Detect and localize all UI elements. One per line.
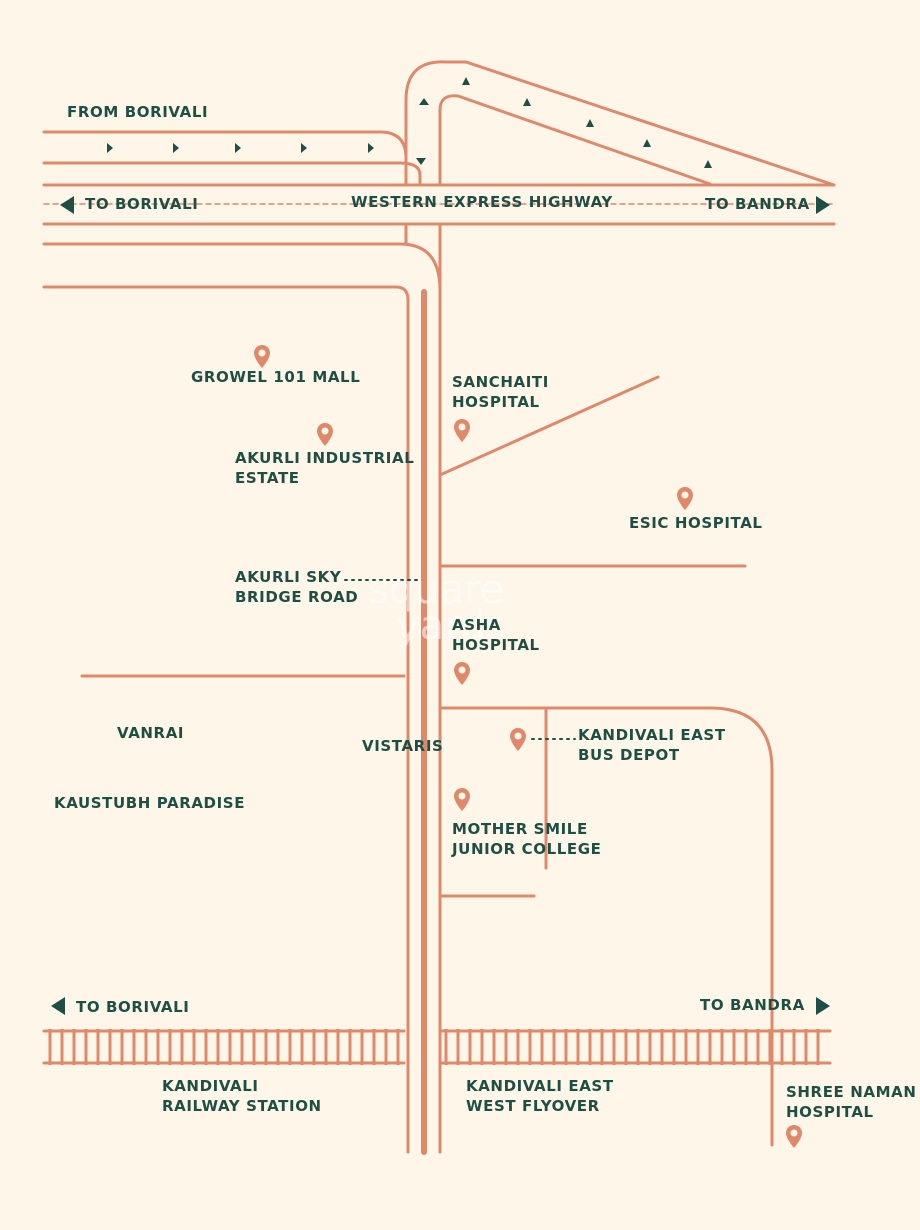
direction-arrow-icon xyxy=(235,143,241,153)
watermark: square yards xyxy=(368,567,507,649)
depot-curve-road xyxy=(438,706,774,1147)
direction-arrow-icon xyxy=(368,143,374,153)
label-kaustubh-paradise: KAUSTUBH PARADISE xyxy=(54,794,246,812)
location-pin-icon xyxy=(677,487,693,510)
direction-arrow-icon xyxy=(173,143,179,153)
label-line: ASHA xyxy=(452,616,501,634)
location-pin-icon xyxy=(254,345,270,368)
label-to-bandra-bottom: TO BANDRA xyxy=(700,996,805,1014)
arrow-right-icon xyxy=(816,997,830,1015)
label-line: KANDIVALI EAST xyxy=(578,726,726,744)
label-line: JUNIOR COLLEGE xyxy=(452,840,602,858)
label-line: HOSPITAL xyxy=(452,636,540,654)
direction-arrow-icon xyxy=(462,77,470,85)
loop-ramp-outer xyxy=(404,60,836,187)
label-line: SHREE NAMAN xyxy=(786,1083,917,1101)
label-akurli-industrial: AKURLI INDUSTRIAL ESTATE xyxy=(235,448,414,488)
label-to-borivali-bottom: TO BORIVALI xyxy=(76,998,190,1016)
label-line: SANCHAITI xyxy=(452,373,549,391)
direction-arrow-icon xyxy=(643,139,651,147)
location-pin-icon xyxy=(786,1125,802,1148)
label-line: BUS DEPOT xyxy=(578,746,680,764)
direction-arrow-icon xyxy=(416,158,426,165)
direction-arrow-icon xyxy=(586,119,594,127)
arrow-left-icon xyxy=(51,997,65,1015)
label-sanchaiti-hospital: SANCHAITI HOSPITAL xyxy=(452,372,549,412)
label-line: RAILWAY STATION xyxy=(162,1097,322,1115)
borivali-slip-outer xyxy=(42,130,408,187)
direction-arrow-icon xyxy=(523,98,531,106)
location-pin-icon xyxy=(317,423,333,446)
curve-to-main xyxy=(42,242,442,292)
label-mother-smile: MOTHER SMILE JUNIOR COLLEGE xyxy=(452,819,602,859)
arrow-left-icon xyxy=(60,196,74,214)
label-akurli-sky: AKURLI SKY BRIDGE ROAD xyxy=(235,567,358,607)
label-line: KANDIVALI xyxy=(162,1077,259,1095)
location-pin-icon xyxy=(454,419,470,442)
label-line: ESTATE xyxy=(235,469,300,487)
direction-arrow-icon xyxy=(107,143,113,153)
label-line: AKURLI INDUSTRIAL xyxy=(235,449,415,467)
label-line: KANDIVALI EAST xyxy=(466,1077,614,1095)
label-line: BRIDGE ROAD xyxy=(235,588,359,606)
label-kandivali-station: KANDIVALI RAILWAY STATION xyxy=(162,1076,322,1116)
label-growel-mall: GROWEL 101 MALL xyxy=(191,368,361,386)
label-asha-hospital: ASHA HOSPITAL xyxy=(452,615,540,655)
label-kandivali-flyover: KANDIVALI EAST WEST FLYOVER xyxy=(466,1076,614,1116)
label-from-borivali: FROM BORIVALI xyxy=(67,103,209,121)
location-pin-icon xyxy=(454,788,470,811)
direction-arrow-icon xyxy=(704,160,712,168)
location-pin-icon xyxy=(510,728,526,751)
sanchaiti-diagonal-road xyxy=(438,375,660,477)
loop-ramp-inner xyxy=(438,94,712,187)
label-kandivali-bus-depot: KANDIVALI EAST BUS DEPOT xyxy=(578,725,726,765)
borivali-slip-inner xyxy=(42,161,422,187)
label-to-bandra-top: TO BANDRA xyxy=(705,195,810,213)
direction-arrow-icon xyxy=(419,98,429,105)
label-line: HOSPITAL xyxy=(452,393,540,411)
label-to-borivali-top: TO BORIVALI xyxy=(85,195,199,213)
label-shree-naman: SHREE NAMAN HOSPITAL xyxy=(786,1082,916,1122)
label-vanrai: VANRAI xyxy=(117,724,185,742)
label-highway: WESTERN EXPRESS HIGHWAY xyxy=(351,193,613,211)
label-line: MOTHER SMILE xyxy=(452,820,588,838)
label-vistaris: VISTARIS xyxy=(362,737,444,755)
railway-sleepers xyxy=(48,1029,820,1065)
direction-arrow-icon xyxy=(301,143,307,153)
label-line: WEST FLYOVER xyxy=(466,1097,600,1115)
arrow-right-icon xyxy=(816,196,830,214)
label-line: HOSPITAL xyxy=(786,1103,874,1121)
label-line: AKURLI SKY xyxy=(235,568,342,586)
location-pin-icon xyxy=(454,662,470,685)
west-branch-road xyxy=(42,285,410,1154)
label-esic-hospital: ESIC HOSPITAL xyxy=(629,514,763,532)
